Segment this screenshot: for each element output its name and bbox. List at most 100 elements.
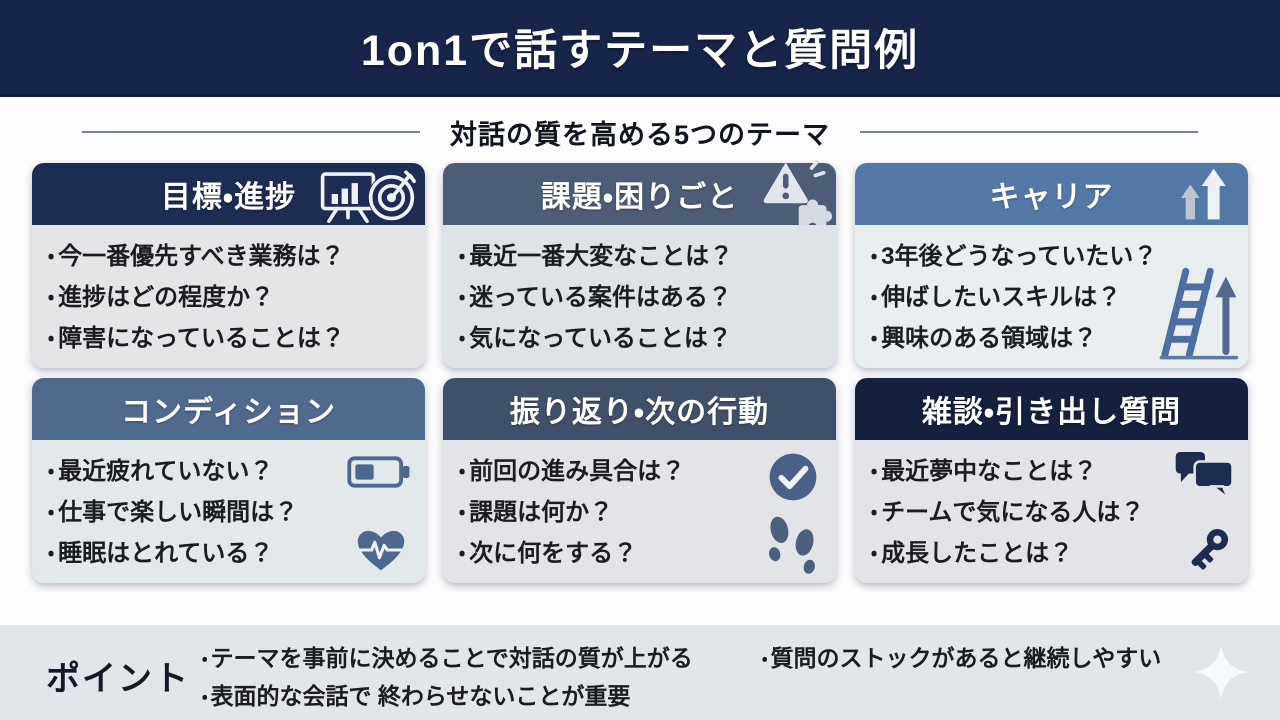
question-item: ・最近疲れていない？ [48,451,415,492]
question-item: ・次に何をする？ [459,533,826,574]
question-item: ・睡眠はとれている？ [48,533,415,574]
card-title: 振り返り・次の行動 [509,396,770,429]
bullet-marker: ・ [202,689,208,706]
subtitle-divider-left [81,131,420,133]
question-item: ・進捗はどの程度か？ [48,277,415,318]
question-item: ・チームで気になる人は？ [871,492,1238,533]
question-list: ・今一番優先すべき業務は？ ・進捗はどの程度か？ ・障害になっていることは？ [48,236,415,359]
question-text: 今一番優先すべき業務は？ [58,243,345,270]
card-small-talk: 雑談・引き出し質問 ・最近夢中なことは？ ・チームで気になる人は？ ・成長したこ… [855,378,1248,583]
card-body: ・3年後どうなっていたい？ ・伸ばしたいスキルは？ ・興味のある領域は？ [855,225,1248,368]
bullet-marker: ・ [48,502,55,522]
warning-triangle-and-puzzle-icon [763,159,832,231]
card-body: ・最近一番大変なことは？ ・迷っている案件はある？ ・気になっていることは？ [443,225,836,368]
card-title: 雑談・引き出し質問 [921,396,1182,429]
question-text: 最近一番大変なことは？ [469,243,734,270]
question-list: ・3年後どうなっていたい？ ・伸ばしたいスキルは？ ・興味のある領域は？ [871,236,1238,359]
question-text: 課題は何か？ [469,499,614,526]
question-text: チームで気になる人は？ [881,499,1145,526]
question-item: ・気になっていることは？ [459,318,826,359]
question-text: 気になっていることは？ [469,325,732,352]
heart-pulse-icon [357,530,405,571]
question-text: 伸ばしたいスキルは？ [881,284,1122,311]
chat-bubbles-icon [1175,452,1234,500]
card-body: ・最近夢中なことは？ ・チームで気になる人は？ ・成長したことは？ [855,440,1248,583]
question-text: 前回の進み具合は？ [469,458,686,485]
bullet-marker: ・ [459,287,466,307]
subtitle-text: 対話の質を高める5つのテーマ [449,119,830,150]
points-label: ポイント [46,660,190,698]
bullet-marker: ・ [762,651,768,668]
question-list: ・最近夢中なことは？ ・チームで気になる人は？ ・成長したことは？ [871,451,1238,574]
card-title: 目標・進捗 [160,181,297,214]
card-career: キャリア ・3年後どうなっていたい？ ・伸ばしたいスキルは？ ・興味のある領域は… [855,163,1248,368]
card-header: 雑談・引き出し質問 [855,378,1248,440]
card-body: ・今一番優先すべき業務は？ ・進捗はどの程度か？ ・障害になっていることは？ [32,225,425,368]
question-list: ・最近一番大変なことは？ ・迷っている案件はある？ ・気になっていることは？ [459,236,826,359]
subtitle-divider-right [860,131,1198,133]
bullet-marker: ・ [871,543,878,563]
bullet-marker: ・ [48,461,55,481]
question-text: 3年後どうなっていたい？ [881,243,1158,270]
bullet-marker: ・ [871,328,878,348]
card-header: キャリア [855,163,1248,225]
card-review-next: 振り返り・次の行動 ・前回の進み具合は？ ・課題は何か？ ・次に何をする？ [443,378,836,583]
page-title: 1on1で話すテーマと質問例 [360,27,920,75]
battery-icon [347,456,410,488]
card-header: 振り返り・次の行動 [443,378,836,440]
sparkle-icon [1193,644,1249,700]
question-item: ・仕事で楽しい瞬間は？ [48,492,415,533]
question-item: ・今一番優先すべき業務は？ [48,236,415,277]
bullet-marker: ・ [459,461,466,481]
card-title: キャリア [989,181,1114,214]
question-text: 睡眠はとれている？ [58,540,274,567]
card-header: コンディション [32,378,425,440]
question-item: ・3年後どうなっていたい？ [871,236,1238,277]
card-header: 目標・進捗 [32,163,425,225]
point-item: ・テーマを事前に決めることで対話の質が上がる [202,640,693,678]
question-item: ・興味のある領域は？ [871,318,1238,359]
question-list: ・前回の進み具合は？ ・課題は何か？ ・次に何をする？ [459,451,826,574]
question-text: 最近疲れていない？ [58,458,274,485]
presentation-chart-and-target-icon [320,170,416,223]
ladder-with-up-arrow-icon [1159,267,1239,360]
bullet-marker: ・ [459,246,466,266]
title-bar: 1on1で話すテーマと質問例 [0,0,1280,97]
question-item: ・伸ばしたいスキルは？ [871,277,1238,318]
question-text: 最近夢中なことは？ [881,458,1098,485]
card-title: 課題・困りごと [540,181,739,214]
question-text: 迷っている案件はある？ [469,284,732,311]
double-up-arrows-icon [1181,168,1226,220]
bullet-marker: ・ [202,651,208,668]
check-circle-icon [769,453,817,501]
key-icon [1191,528,1229,570]
bullet-marker: ・ [871,461,878,481]
point-item: ・表面的な会話で 終わらせないことが重要 [202,678,693,716]
points-section: ポイント ・テーマを事前に決めることで対話の質が上がる ・表面的な会話で 終わら… [0,625,1280,720]
bullet-marker: ・ [459,328,466,348]
bullet-marker: ・ [48,543,55,563]
question-text: 進捗はどの程度か？ [58,284,275,311]
bullet-marker: ・ [871,246,878,266]
question-item: ・前回の進み具合は？ [459,451,826,492]
card-header: 課題・困りごと [443,159,836,231]
question-item: ・最近夢中なことは？ [871,451,1238,492]
question-text: 障害になっていることは？ [58,325,345,352]
bullet-marker: ・ [459,543,466,563]
point-text: 表面的な会話で 終わらせないことが重要 [210,683,631,709]
bullet-marker: ・ [459,502,466,522]
bullet-marker: ・ [48,246,55,266]
question-text: 次に何をする？ [469,540,638,567]
bullet-marker: ・ [48,328,55,348]
question-item: ・課題は何か？ [459,492,826,533]
question-text: 興味のある領域は？ [881,325,1098,352]
card-condition: コンディション ・最近疲れていない？ ・仕事で楽しい瞬間は？ ・睡眠はとれている… [32,378,425,583]
bullet-marker: ・ [871,502,878,522]
points-list-left: ・テーマを事前に決めることで対話の質が上がる ・表面的な会話で 終わらせないこと… [202,640,693,716]
point-text: 質問のストックがあると継続しやすい [770,645,1162,671]
card-issues: 課題・困りごと ・最近一番大変なことは？ ・迷っている案件はある？ ・気になって… [443,159,836,368]
point-item: ・質問のストックがあると継続しやすい [762,640,1161,678]
subtitle-row: 対話の質を高める5つのテーマ [0,110,1280,154]
card-title: コンディション [121,396,336,429]
question-text: 仕事で楽しい瞬間は？ [58,499,299,526]
